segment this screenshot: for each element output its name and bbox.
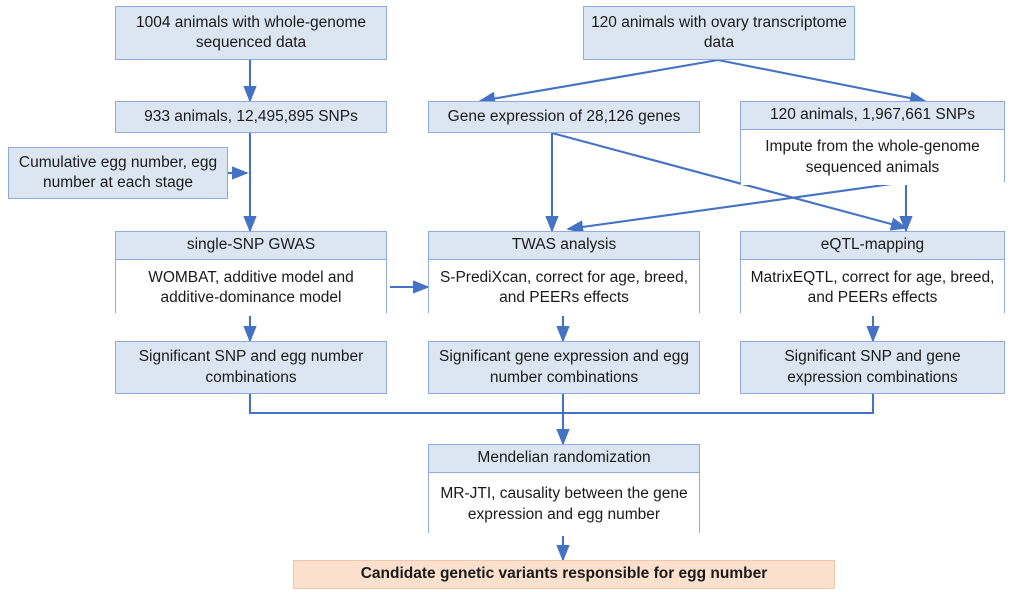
node-conclusion[interactable]: Candidate genetic variants responsible f… <box>293 560 835 589</box>
node-mendelian-body: MR-JTI, causality between the gene expre… <box>429 473 699 536</box>
node-twas-result[interactable]: Significant gene expression and egg numb… <box>428 341 700 394</box>
node-eqtl-header: eQTL-mapping <box>741 232 1004 260</box>
node-ovary-animals-label: 120 animals with ovary transcriptome dat… <box>591 13 847 51</box>
node-twas-result-label: Significant gene expression and egg numb… <box>439 348 689 386</box>
node-ovary-animals[interactable]: 120 animals with ovary transcriptome dat… <box>583 6 855 60</box>
node-phenotypes-label: Cumulative egg number, egg number at eac… <box>18 153 218 191</box>
node-mendelian-randomization[interactable]: Mendelian randomization MR-JTI, causalit… <box>428 444 700 536</box>
node-mendelian-header: Mendelian randomization <box>429 445 699 473</box>
node-twas-body: S-PrediXcan, correct for age, breed, and… <box>429 260 699 316</box>
node-snp-set[interactable]: 933 animals, 12,495,895 SNPs <box>115 101 387 133</box>
node-eqtl[interactable]: eQTL-mapping MatrixEQTL, correct for age… <box>740 231 1005 316</box>
node-imputed-snps-header: 120 animals, 1,967,661 SNPs <box>741 102 1004 130</box>
node-wgs-animals[interactable]: 1004 animals with whole-genome sequenced… <box>115 6 387 60</box>
node-gwas-body: WOMBAT, additive model and additive-domi… <box>116 260 386 316</box>
node-gwas-result-label: Significant SNP and egg number combinati… <box>138 348 364 386</box>
node-imputed-snps[interactable]: 120 animals, 1,967,661 SNPs Impute from … <box>740 101 1005 185</box>
result-bus-line <box>248 394 875 415</box>
node-twas[interactable]: TWAS analysis S-PrediXcan, correct for a… <box>428 231 700 316</box>
node-twas-header: TWAS analysis <box>429 232 699 260</box>
node-eqtl-result-label: Significant SNP and gene expression comb… <box>784 348 961 386</box>
node-gwas-result[interactable]: Significant SNP and egg number combinati… <box>115 341 387 394</box>
arrow-ovary-to-expression <box>478 58 719 106</box>
arrow-ovary-to-imputed <box>717 58 927 105</box>
node-snp-set-label: 933 animals, 12,495,895 SNPs <box>144 107 358 125</box>
node-gwas-header: single-SNP GWAS <box>116 232 386 260</box>
node-eqtl-body: MatrixEQTL, correct for age, breed, and … <box>741 260 1004 316</box>
node-eqtl-result[interactable]: Significant SNP and gene expression comb… <box>740 341 1005 394</box>
node-phenotypes[interactable]: Cumulative egg number, egg number at eac… <box>8 147 228 199</box>
node-wgs-animals-label: 1004 animals with whole-genome sequenced… <box>135 13 367 51</box>
arrow-imputed-to-twas <box>566 180 907 234</box>
node-imputed-snps-body: Impute from the whole-genome sequenced a… <box>741 130 1004 185</box>
node-conclusion-label: Candidate genetic variants responsible f… <box>360 565 768 583</box>
node-gene-expression[interactable]: Gene expression of 28,126 genes <box>428 101 700 133</box>
node-gwas[interactable]: single-SNP GWAS WOMBAT, additive model a… <box>115 231 387 316</box>
node-gene-expression-label: Gene expression of 28,126 genes <box>447 107 681 125</box>
